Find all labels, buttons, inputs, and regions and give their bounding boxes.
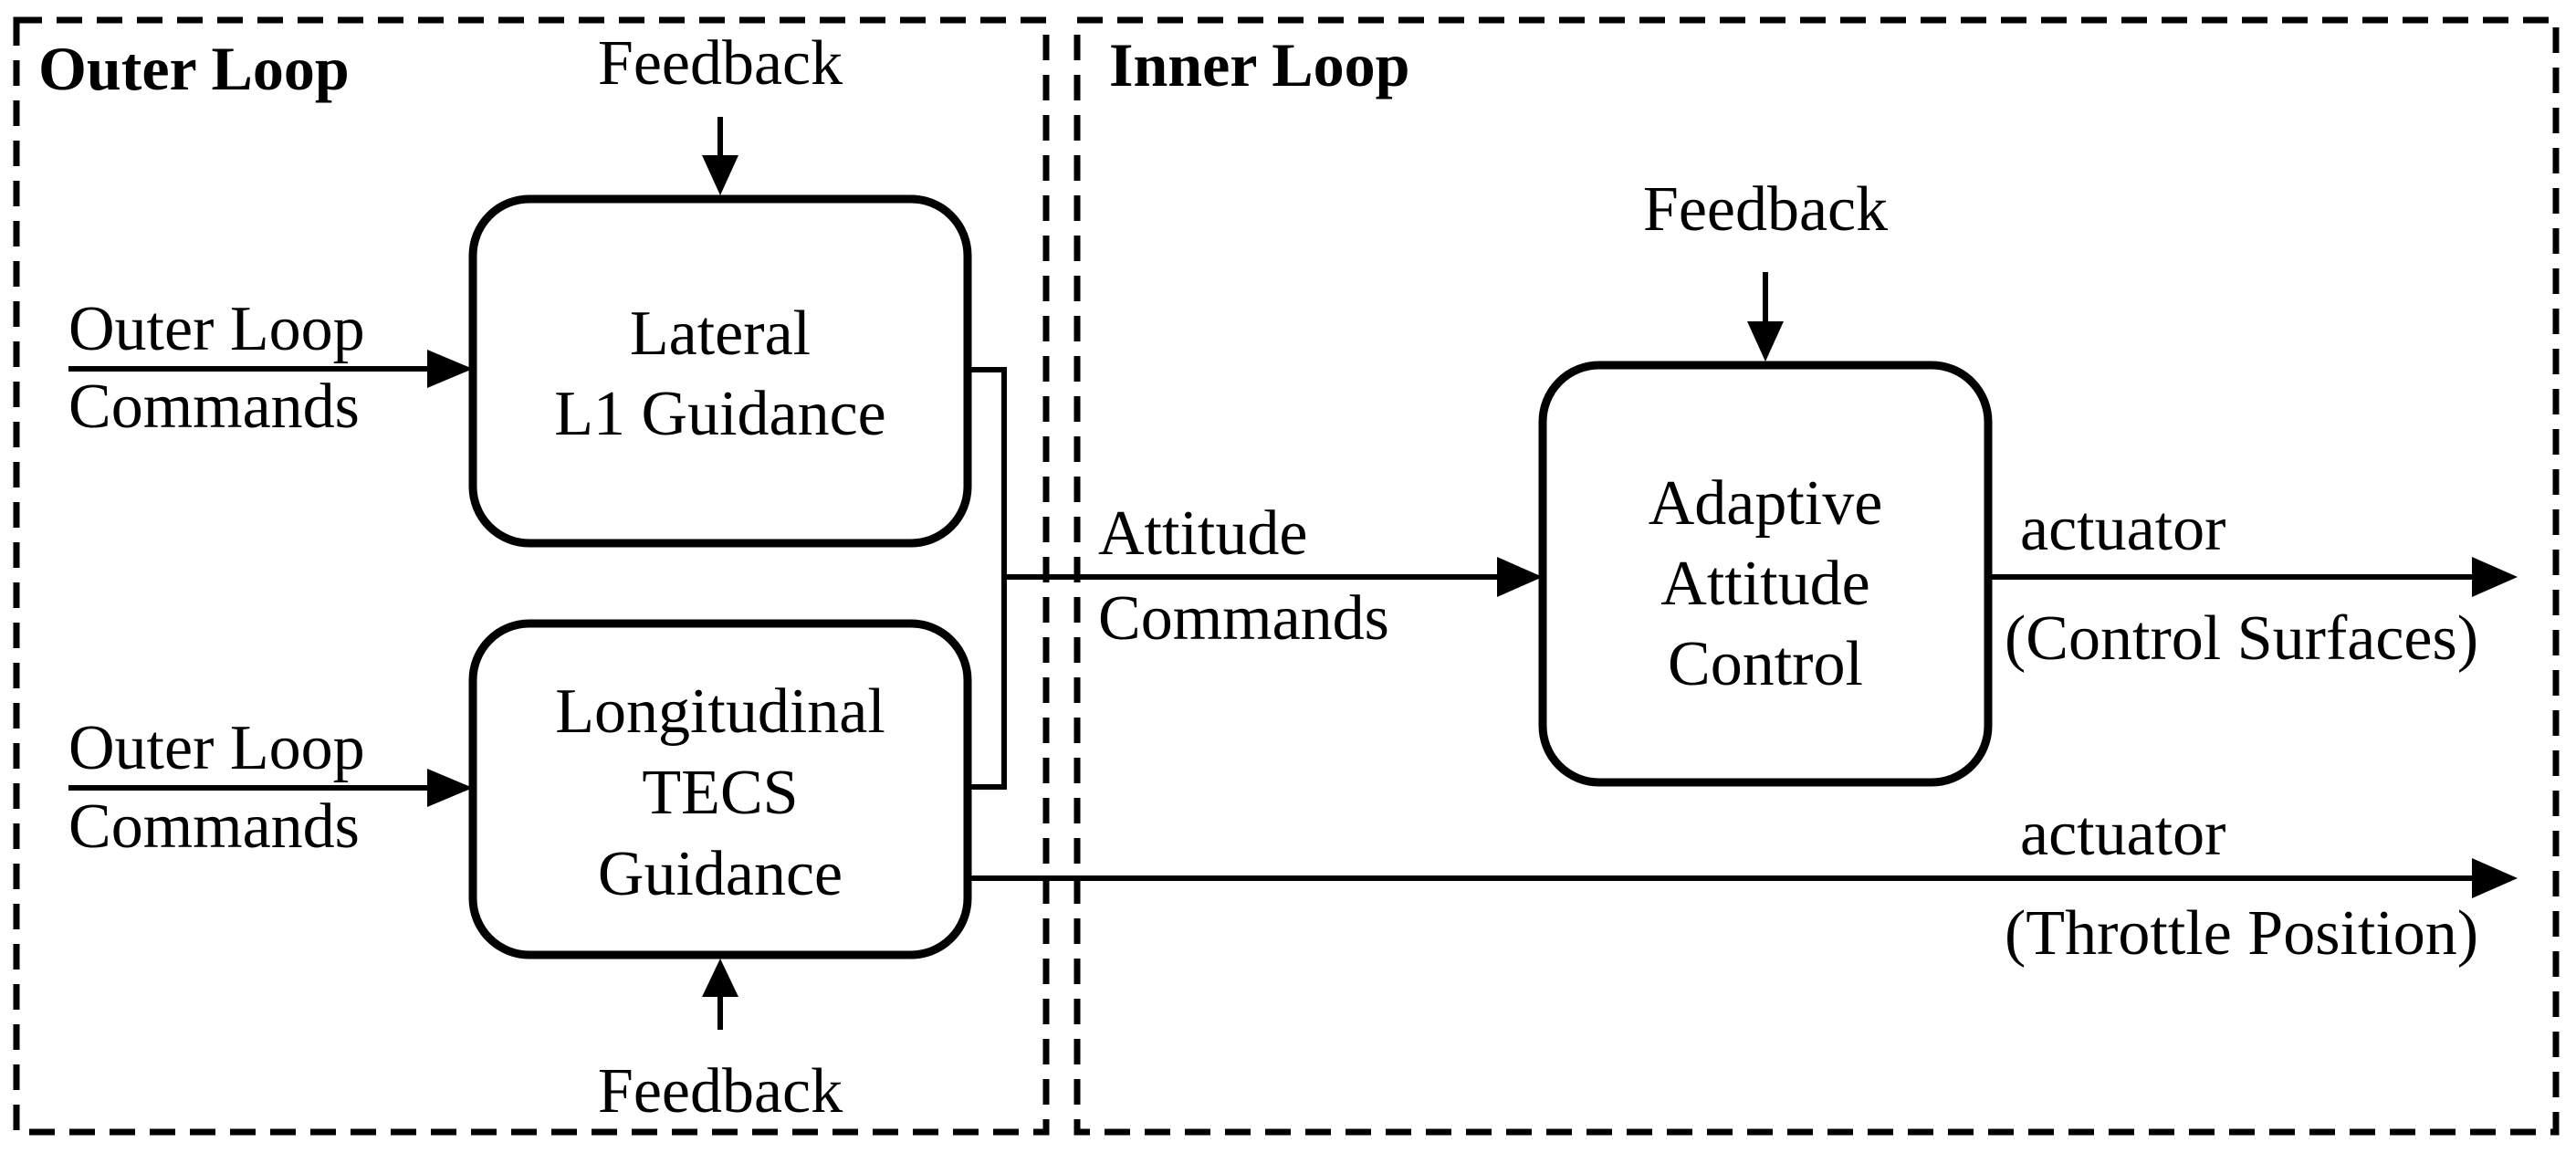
outer-loop-frame bbox=[13, 16, 1050, 1136]
arrowhead bbox=[2472, 858, 2518, 898]
lateral-l1-guidance-block: Lateral L1 Guidance bbox=[468, 194, 972, 548]
actuator-control-line1: actuator bbox=[2020, 494, 2225, 564]
longitudinal-block-line3: Guidance bbox=[598, 839, 843, 909]
inner-loop-title: Inner Loop bbox=[1109, 30, 1409, 100]
feedback-adaptive-label: Feedback bbox=[1643, 174, 1888, 245]
lateral-block-line2: L1 Guidance bbox=[554, 379, 885, 449]
lateral-block-line1: Lateral bbox=[630, 299, 811, 369]
outer-cmd-bottom-line2: Commands bbox=[68, 791, 360, 862]
outer-cmd-top-line2: Commands bbox=[68, 372, 360, 442]
outer-loop-commands-input-top: Outer Loop Commands bbox=[68, 294, 473, 442]
feedback-longitudinal-label: Feedback bbox=[598, 1056, 843, 1127]
actuator-control-surfaces-output: actuator (Control Surfaces) bbox=[1988, 494, 2518, 674]
feedback-longitudinal-bottom: Feedback bbox=[598, 959, 843, 1127]
arrowhead bbox=[1747, 321, 1784, 362]
arrowhead bbox=[1497, 557, 1543, 597]
outer-loop-commands-input-bottom: Outer Loop Commands bbox=[68, 713, 473, 862]
arrowhead bbox=[2472, 557, 2518, 597]
attitude-commands-line2: Commands bbox=[1098, 583, 1389, 654]
longitudinal-tecs-guidance-block: Longitudinal TECS Guidance bbox=[468, 619, 972, 959]
arrowhead bbox=[702, 959, 738, 997]
outer-loop-title: Outer Loop bbox=[38, 34, 350, 103]
attitude-commands-signal: Attitude Commands bbox=[968, 367, 1543, 790]
longitudinal-block-line2: TECS bbox=[642, 758, 798, 828]
feedback-lateral-top: Feedback bbox=[598, 28, 843, 195]
actuator-throttle-line1: actuator bbox=[2020, 799, 2225, 869]
longitudinal-block-line1: Longitudinal bbox=[555, 676, 885, 747]
outer-cmd-bottom-line1: Outer Loop bbox=[68, 713, 365, 783]
arrowhead bbox=[702, 155, 738, 195]
actuator-control-line2: (Control Surfaces) bbox=[2005, 603, 2478, 674]
outer-cmd-top-line1: Outer Loop bbox=[68, 294, 365, 364]
arrowhead bbox=[427, 769, 473, 807]
adaptive-block-line2: Attitude bbox=[1660, 549, 1869, 619]
adaptive-block-line1: Adaptive bbox=[1649, 468, 1883, 539]
adaptive-block-line3: Control bbox=[1668, 629, 1863, 699]
feedback-lateral-label: Feedback bbox=[598, 28, 843, 99]
attitude-commands-line1: Attitude bbox=[1098, 498, 1307, 569]
adaptive-attitude-control-block: Adaptive Attitude Control bbox=[1538, 361, 1993, 787]
feedback-adaptive-top: Feedback bbox=[1643, 174, 1888, 362]
actuator-throttle-position-output: actuator (Throttle Position) bbox=[968, 799, 2518, 969]
actuator-throttle-line2: (Throttle Position) bbox=[2005, 898, 2478, 969]
arrowhead bbox=[427, 350, 473, 388]
